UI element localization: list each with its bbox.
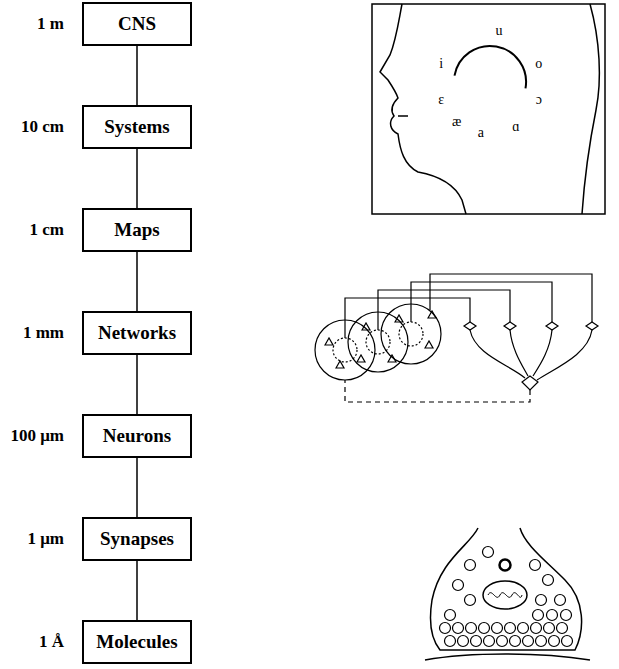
level-name: Synapses — [100, 528, 174, 550]
vowel-symbol: ɔ — [536, 93, 542, 107]
level-connector — [136, 561, 138, 620]
level-name: Neurons — [103, 425, 171, 447]
level-connector — [136, 252, 138, 311]
level-name: Molecules — [96, 631, 177, 653]
scale-label: 1 μm — [27, 529, 64, 549]
vowel-symbol: ɑ — [512, 120, 519, 134]
scale-label: 100 μm — [10, 426, 64, 446]
level-box: Networks — [82, 311, 192, 355]
level-box: Neurons — [82, 414, 192, 458]
vowel-symbol: a — [478, 126, 484, 140]
level-name: Systems — [104, 116, 169, 138]
vowel-symbol: o — [535, 57, 542, 71]
scale-label: 1 cm — [30, 220, 64, 240]
vowel-symbol: æ — [452, 115, 461, 129]
level-box: Systems — [82, 105, 192, 149]
level-box: Synapses — [82, 517, 192, 561]
level-name: Maps — [114, 219, 159, 241]
level-connector — [136, 46, 138, 105]
level-box: Molecules — [82, 620, 192, 664]
scale-label: 10 cm — [21, 117, 64, 137]
level-box: Maps — [82, 208, 192, 252]
level-connector — [136, 355, 138, 414]
level-name: CNS — [118, 13, 156, 35]
level-connector — [136, 458, 138, 517]
level-box: CNS — [82, 2, 192, 46]
level-connector — [136, 149, 138, 208]
vowel-symbol: u — [496, 24, 503, 38]
scale-label: 1 mm — [23, 323, 64, 343]
network-illustration — [315, 274, 598, 402]
scale-label: 1 m — [37, 14, 64, 34]
head-illustration — [372, 4, 605, 214]
scale-label: 1 Å — [39, 632, 64, 652]
level-name: Networks — [98, 322, 176, 344]
synapse-illustration — [425, 528, 590, 660]
vowel-symbol: ɛ — [438, 93, 444, 107]
vowel-symbol: i — [439, 57, 443, 71]
